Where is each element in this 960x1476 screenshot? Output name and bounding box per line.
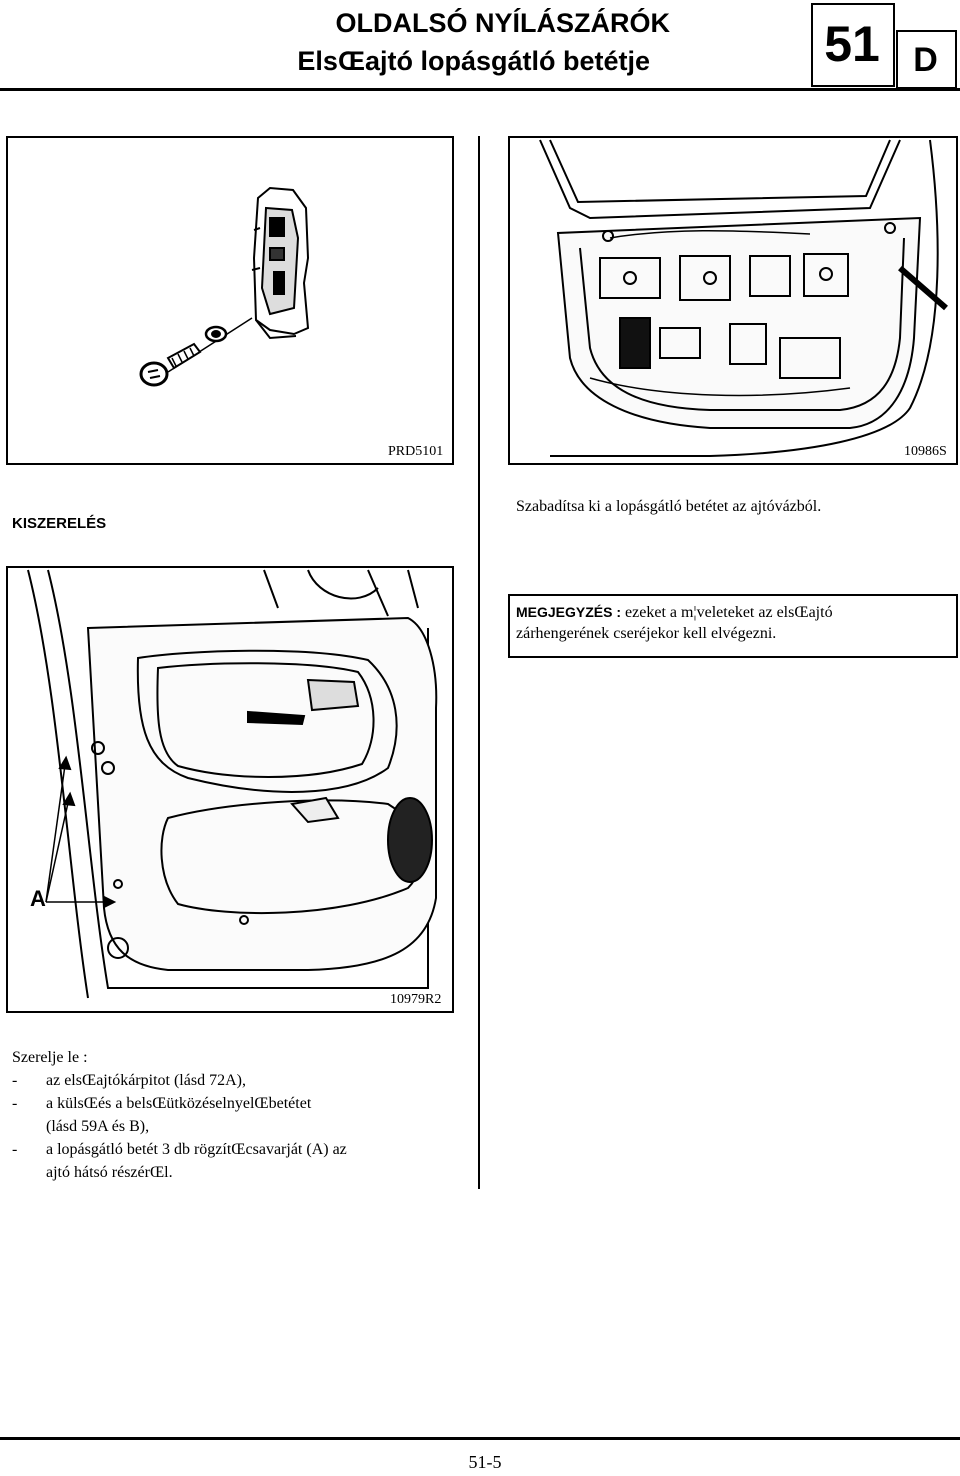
column-divider xyxy=(478,136,480,1189)
figure-door-trim: A 10979R2 xyxy=(6,566,454,1013)
removal-steps: Szerelje le : - az elsŒajtókárpitot (lás… xyxy=(12,1046,472,1184)
section-number: 51 xyxy=(824,16,880,72)
instruction-text: Szabadítsa ki a lopásgátló betétet az aj… xyxy=(516,498,822,515)
list-item-text: a külsŒés a belsŒütközéselnyelŒbetétet (… xyxy=(46,1092,311,1138)
note-line1: ezeket a m¦veleteket az elsŒajtó xyxy=(621,604,833,621)
door-trim-drawing xyxy=(27,569,438,999)
note-line2: zárhengerének cseréjekor kell elvégezni. xyxy=(516,625,777,642)
section-heading: KISZERELÉS xyxy=(12,515,107,532)
list-item: - az elsŒajtókárpitot (lásd 72A), xyxy=(12,1069,472,1092)
list-bullet: - xyxy=(12,1095,18,1112)
list-item-line: ajtó hátsó részérŒl. xyxy=(46,1164,173,1181)
steps-intro: Szerelje le : xyxy=(12,1049,88,1066)
page-title: OLDALSÓ NYÍLÁSZÁRÓK xyxy=(335,8,671,38)
list-item: - a lopásgátló betét 3 db rögzítŒcsavarj… xyxy=(12,1138,472,1184)
note-text: MEGJEGYZÉS : ezeket a m¦veleteket az els… xyxy=(516,602,946,644)
door-frame-drawing xyxy=(539,139,948,457)
footer-rule xyxy=(0,1437,960,1440)
list-bullet: - xyxy=(12,1141,18,1158)
figure-label: 10979R2 xyxy=(390,992,442,1007)
note-label: MEGJEGYZÉS : xyxy=(516,604,622,620)
list-item-text: a lopásgátló betét 3 db rögzítŒcsavarját… xyxy=(46,1138,347,1184)
figure-label: 10986S xyxy=(904,444,947,459)
page-subtitle: ElsŒajtó lopásgátló betétje xyxy=(297,46,650,76)
list-bullet: - xyxy=(12,1072,18,1089)
figure-door-frame: 10986S xyxy=(508,136,958,465)
page-number: 51-5 xyxy=(468,1452,502,1472)
list-item-line: a lopásgátló betét 3 db rögzítŒcsavarját… xyxy=(46,1141,347,1158)
figure-label: PRD5101 xyxy=(388,444,444,459)
lock-insert-drawing xyxy=(139,186,310,387)
list-item-line: a külsŒés a belsŒütközéselnyelŒbetétet xyxy=(46,1095,312,1112)
note-box xyxy=(508,594,958,658)
list-item-text: az elsŒajtókárpitot (lásd 72A), xyxy=(46,1072,246,1089)
section-letter: D xyxy=(913,41,938,79)
figure-lock-insert: PRD5101 xyxy=(6,136,454,465)
section-number-box xyxy=(811,3,895,87)
callout-label-a: A xyxy=(30,886,46,911)
list-item: - a külsŒés a belsŒütközéselnyelŒbetétet… xyxy=(12,1092,472,1138)
list-item-line: (lásd 59A és B), xyxy=(46,1118,150,1135)
header-rule xyxy=(0,88,960,91)
